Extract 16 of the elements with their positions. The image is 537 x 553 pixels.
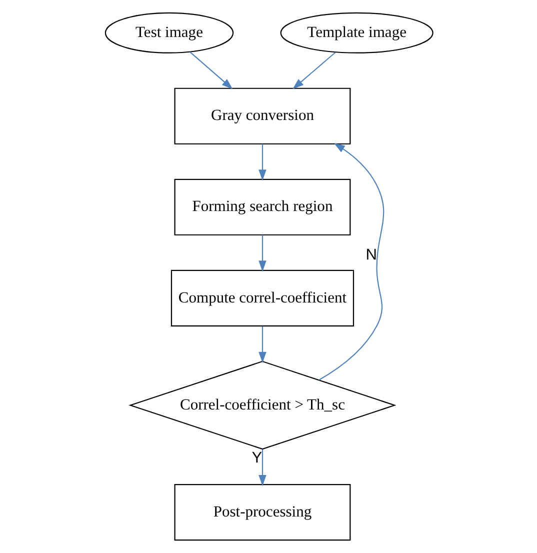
- node-ellipse: Template image: [280, 12, 433, 54]
- node-box: Post-processing: [174, 484, 350, 541]
- arrow: [258, 144, 266, 181]
- arrow: [318, 143, 384, 380]
- node-ellipse: Test image: [104, 12, 234, 54]
- node-box: Gray conversion: [174, 88, 350, 144]
- edge-label: Y: [251, 449, 262, 466]
- arrow: [189, 52, 232, 90]
- node-diamond: Correl-coefficient > Th_sc: [128, 360, 396, 450]
- arrow: [258, 326, 266, 364]
- node-box: Forming search region: [174, 178, 350, 236]
- arrow: [258, 234, 266, 272]
- arrow: [258, 449, 266, 486]
- arrow: [292, 52, 336, 90]
- node-box: Compute correl-coefficient: [170, 270, 354, 326]
- edge-label: N: [365, 246, 376, 264]
